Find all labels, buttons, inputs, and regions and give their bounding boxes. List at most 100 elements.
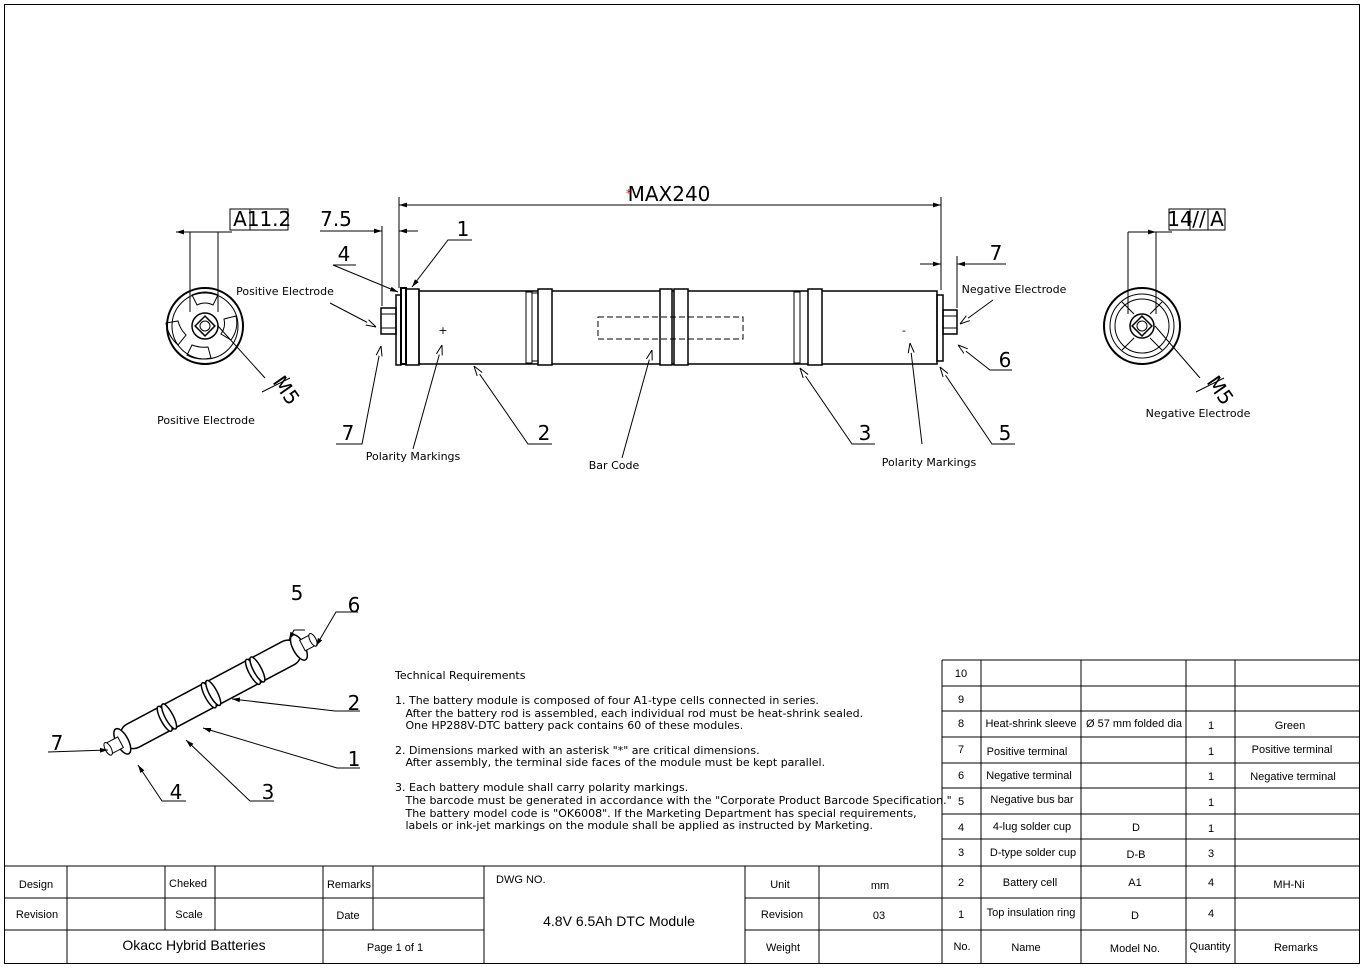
bom-cell-name: 4-lug solder cup [993,821,1071,833]
negative-end-view [1103,229,1225,393]
tb-drawing-title: 4.8V 6.5Ah DTC Module [543,913,695,929]
right-offset-value: 7 [990,241,1003,265]
bom-header-no: No. [953,941,970,953]
bom-cell-no: 1 [958,909,964,921]
bom-cell-no: 5 [958,796,964,808]
table-row: 1 Top insulation ring D 4 [958,907,1214,922]
label-negative-electrode-view: Negative Electrode [1146,407,1251,420]
left-offset-dimension [320,226,418,306]
requirement-line: The barcode must be generated in accorda… [395,794,952,807]
table-row: 3 D-type solder cup D-B 3 [958,847,1214,861]
bom-cell-qty: 4 [1208,877,1214,889]
bom-cell-no: 10 [955,668,967,680]
label-positive-electrode: Positive Electrode [236,285,334,298]
bom-cell-no: 2 [958,877,964,889]
bom-cell-no: 3 [958,847,964,859]
table-row: 7 Positive terminal 1 Positive terminal [958,744,1332,758]
bom-cell-no: 8 [958,718,964,730]
bom-cell-qty: 1 [1208,746,1214,758]
tb-design-label: Design [19,879,53,891]
minus-mark: - [902,324,906,337]
tolerance-symbol-right: // [1192,207,1206,231]
table-row: 5 Negative bus bar 1 [958,794,1214,809]
tolerance-frame-right: 14 // A [1167,207,1226,231]
bom-cell-remarks: Positive terminal [1252,744,1333,756]
thread-callout-right: M5 [1202,371,1239,409]
tb-revision-label: Revision [16,909,58,921]
tb-checked-label: Cheked [169,878,207,890]
iso-balloon-3: 3 [262,780,275,804]
tb-weight-label: Weight [766,942,800,954]
balloon-6: 6 [999,348,1012,372]
balloon-2: 2 [538,421,551,445]
label-bar-code: Bar Code [589,459,640,472]
tb-page-number: Page 1 of 1 [367,942,423,954]
bom-cell-qty: 1 [1208,771,1214,783]
requirement-line: labels or ink-jet markings on the module… [395,819,873,832]
positive-end-view [165,229,291,393]
bom-cell-model: Ø 57 mm folded dia [1086,718,1183,730]
bom-cell-name: Negative bus bar [990,794,1073,806]
tolerance-value-left: 11.2 [247,207,292,231]
label-negative-electrode: Negative Electrode [962,283,1067,296]
table-row: 10 [955,668,967,680]
tb-unit-label: Unit [770,879,790,891]
bom-cell-model: D-B [1127,849,1146,861]
thread-callout-left: M5 [268,371,305,409]
balloon-5: 5 [999,421,1012,445]
balloon-1: 1 [457,217,470,241]
iso-balloon-5: 5 [291,581,304,605]
table-row: 4 4-lug solder cup D 1 [958,821,1214,835]
bom-cell-name: Positive terminal [987,746,1068,758]
table-row: 2 Battery cell A1 4 MH-Ni [958,877,1305,891]
bom-cell-no: 9 [958,694,964,706]
tolerance-datum-left: A [233,207,247,231]
bom-cell-qty: 4 [1208,908,1214,920]
requirement-line: After assembly, the terminal side faces … [395,756,825,769]
bom-header-name: Name [1011,942,1040,954]
bom-header-model: Model No. [1110,943,1160,955]
overall-length-value: MAX240 [628,182,711,206]
table-header-row: No. Name Model No. Quantity Remarks [953,941,1318,955]
bom-cell-model: A1 [1128,877,1141,889]
tolerance-datum-right: A [1210,207,1224,231]
requirement-line: One HP288V-DTC battery pack contains 60 … [395,719,743,732]
leaders-main-view [329,239,1015,459]
isometric-view [47,611,360,802]
bom-rows: 10 9 8 Heat-shrink sleeve Ø 57 mm folded… [953,668,1335,955]
requirement-line: 3. Each battery module shall carry polar… [395,781,688,794]
bom-cell-remarks: Negative terminal [1250,771,1336,783]
bom-cell-qty: 1 [1208,720,1214,732]
bom-header-qty: Quantity [1190,941,1231,953]
tolerance-value-right: 14 [1167,207,1192,231]
sheet-border [4,4,1360,964]
title-block [4,865,942,963]
bom-cell-remarks: Green [1275,720,1306,732]
label-polarity-markings-left: Polarity Markings [366,450,461,463]
tolerance-frame-left: A 11.2 [229,207,292,231]
balloon-3: 3 [859,421,872,445]
bom-cell-name: Negative terminal [986,770,1072,782]
label-positive-electrode-view: Positive Electrode [157,414,255,427]
bom-cell-remarks: MH-Ni [1273,879,1304,891]
bom-cell-qty: 3 [1208,848,1214,860]
bom-cell-model: D [1132,822,1140,834]
requirement-line: 1. The battery module is composed of fou… [395,694,819,707]
balloon-7: 7 [342,421,355,445]
tb-scale-label: Scale [175,909,203,921]
bom-cell-no: 7 [958,744,964,756]
tb-remarks-label: Remarks [327,879,372,891]
tb-revision-label-2: Revision [761,909,803,921]
left-offset-value: 7.5 [320,207,352,231]
iso-balloon-4: 4 [170,780,183,804]
requirements-list: 1. The battery module is composed of fou… [395,694,952,832]
tb-company-name: Okacc Hybrid Batteries [122,937,265,953]
iso-balloon-2: 2 [348,691,361,715]
tb-unit-value: mm [871,880,889,892]
balloon-4: 4 [338,242,351,266]
requirement-line: After the battery rod is assembled, each… [395,707,863,720]
bom-cell-name: D-type solder cup [990,847,1076,859]
right-offset-dimension [920,256,1006,308]
bom-cell-name: Heat-shrink sleeve [985,718,1076,730]
iso-balloon-1: 1 [348,747,361,771]
